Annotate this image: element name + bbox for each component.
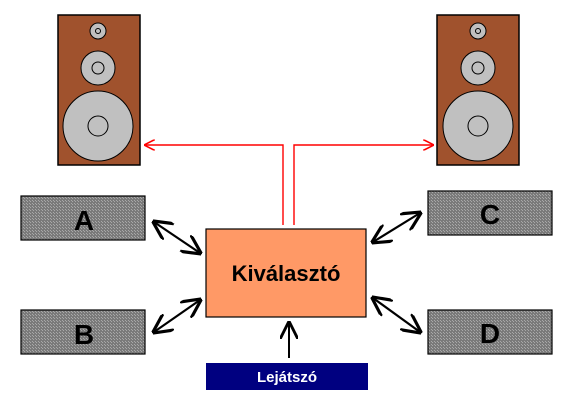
- source-arrows: [154, 213, 420, 332]
- source-box-b: B: [20, 309, 146, 355]
- source-box-d: D: [427, 309, 553, 355]
- arrow-d-selector: [373, 298, 420, 332]
- source-d-label: D: [480, 318, 500, 349]
- source-c-label: C: [480, 199, 500, 230]
- right-speaker: [436, 14, 520, 166]
- selector-label: Kiválasztó: [232, 261, 341, 286]
- selector-box: Kiválasztó: [205, 228, 367, 318]
- source-b-label: B: [74, 319, 94, 350]
- player-label: Lejátszó: [257, 369, 317, 386]
- player-box: Lejátszó: [206, 363, 368, 390]
- source-box-c: C: [427, 190, 553, 236]
- speaker-signal-lines: [145, 145, 433, 225]
- arrow-c-selector: [373, 213, 420, 242]
- source-a-label: A: [74, 205, 94, 236]
- arrow-a-selector: [154, 222, 200, 253]
- arrow-b-selector: [154, 300, 200, 332]
- source-box-a: A: [20, 195, 146, 241]
- left-speaker: [57, 14, 141, 166]
